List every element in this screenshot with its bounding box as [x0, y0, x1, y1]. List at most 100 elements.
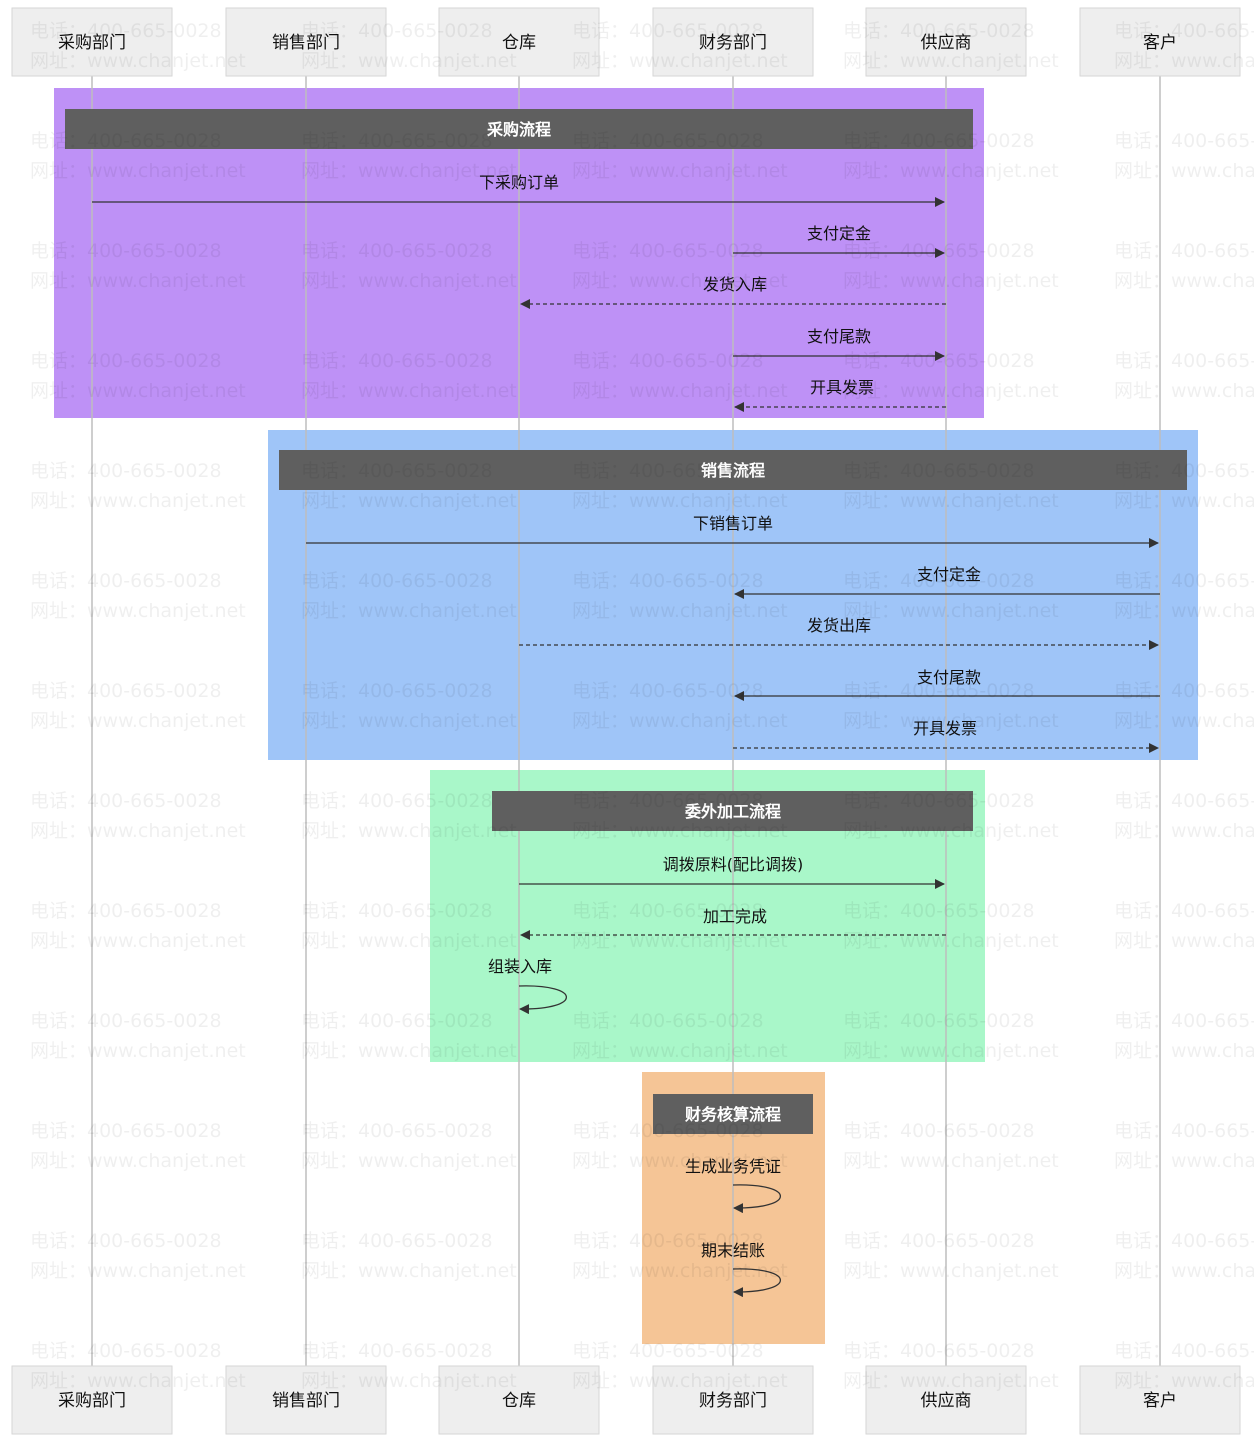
group-title-bar-purchase [65, 109, 973, 149]
watermark-url: 网址：www.chanjet.net [301, 50, 517, 72]
message-label: 组装入库 [488, 957, 552, 976]
watermark-url: 网址：www.chanjet.net [572, 1370, 788, 1392]
participant-label-supplier: 供应商 [921, 33, 972, 53]
watermark-url: 网址：www.chanjet.net [30, 820, 246, 842]
watermark-phone: 电话：400-665-0028 [1114, 460, 1254, 482]
watermark-url: 网址：www.chanjet.net [30, 600, 246, 622]
watermark-url: 网址：www.chanjet.net [843, 710, 1059, 732]
watermark-url: 网址：www.chanjet.net [30, 380, 246, 402]
participant-label-warehouse: 仓库 [502, 1391, 536, 1411]
watermark-phone: 电话：400-665-0028 [843, 460, 1035, 482]
participant-label-purchase-dept: 采购部门 [58, 33, 126, 53]
watermark-url: 网址：www.chanjet.net [1114, 1040, 1254, 1062]
watermark-phone: 电话：400-665-0028 [843, 790, 1035, 812]
message-label: 发货出库 [807, 616, 871, 635]
watermark-url: 网址：www.chanjet.net [572, 820, 788, 842]
watermark-phone: 电话：400-665-0028 [1114, 900, 1254, 922]
watermark-url: 网址：www.chanjet.net [843, 1040, 1059, 1062]
participant-box-customer [1079, 7, 1241, 77]
self-message-arrow [732, 1268, 781, 1298]
watermark-phone: 电话：400-665-0028 [30, 1120, 222, 1142]
watermark-url: 网址：www.chanjet.net [30, 270, 246, 292]
watermark-url: 网址：www.chanjet.net [30, 1150, 246, 1172]
messages: 下采购订单 支付定金 发货入库 支付尾款 开具发票 下销售订单 支付定金 发货出… [92, 173, 1160, 1298]
message-label: 支付尾款 [807, 327, 871, 346]
watermark-phone: 电话：400-665-0028 [30, 900, 222, 922]
watermark-url: 网址：www.chanjet.net [843, 820, 1059, 842]
watermark-phone: 电话：400-665-0028 [572, 1120, 764, 1142]
participant-box-supplier [865, 7, 1027, 77]
watermark-url: 网址：www.chanjet.net [843, 1370, 1059, 1392]
watermark-url: 网址：www.chanjet.net [1114, 820, 1254, 842]
watermark-url: 网址：www.chanjet.net [1114, 270, 1254, 292]
watermark-url: 网址：www.chanjet.net [30, 50, 246, 72]
watermark-url: 网址：www.chanjet.net [1114, 380, 1254, 402]
watermark-phone: 电话：400-665-0028 [301, 1120, 493, 1142]
watermark-url: 网址：www.chanjet.net [572, 1040, 788, 1062]
watermark-phone: 电话：400-665-0028 [30, 350, 222, 372]
watermark-phone: 电话：400-665-0028 [1114, 570, 1254, 592]
message-label: 调拨原料(配比调拨) [663, 855, 804, 874]
participant-box-sales-dept [225, 1365, 387, 1435]
participant-box-supplier [865, 1365, 1027, 1435]
watermark-phone: 电话：400-665-0028 [572, 1340, 764, 1362]
participant-box-warehouse [438, 7, 600, 77]
watermark-phone: 电话：400-665-0028 [301, 1010, 493, 1032]
participant-box-sales-dept [225, 7, 387, 77]
participant-box-finance-dept [652, 1365, 814, 1435]
watermark-phone: 电话：400-665-0028 [1114, 20, 1254, 42]
watermark-url: 网址：www.chanjet.net [301, 1150, 517, 1172]
participants-top: 采购部门 销售部门 仓库 财务部门 供应商 客户 [11, 7, 1241, 77]
watermark-phone: 电话：400-665-0028 [843, 1120, 1035, 1142]
group-title-purchase: 采购流程 [486, 120, 551, 139]
watermark-url: 网址：www.chanjet.net [572, 270, 788, 292]
watermark-url: 网址：www.chanjet.net [843, 1150, 1059, 1172]
watermark-phone: 电话：400-665-0028 [301, 20, 493, 42]
watermark-phone: 电话：400-665-0028 [301, 680, 493, 702]
watermark-phone: 电话：400-665-0028 [301, 460, 493, 482]
participant-box-customer [1079, 1365, 1241, 1435]
watermark-url: 网址：www.chanjet.net [572, 490, 788, 512]
watermark-url: 网址：www.chanjet.net [843, 490, 1059, 512]
watermark-phone: 电话：400-665-0028 [1114, 790, 1254, 812]
watermark-url: 网址：www.chanjet.net [30, 160, 246, 182]
watermark-phone: 电话：400-665-0028 [572, 240, 764, 262]
participant-label-customer: 客户 [1143, 33, 1177, 53]
watermark-phone: 电话：400-665-0028 [843, 130, 1035, 152]
participants-bottom: 采购部门 销售部门 仓库 财务部门 供应商 客户 [11, 1365, 1241, 1435]
group-titles: 采购流程 销售流程 委外加工流程 财务核算流程 [65, 109, 1187, 1134]
watermark-url: 网址：www.chanjet.net [843, 380, 1059, 402]
participant-label-purchase-dept: 采购部门 [58, 1391, 126, 1411]
watermark-phone: 电话：400-665-0028 [301, 240, 493, 262]
group-title-bar-outsource [492, 791, 973, 831]
watermark-url: 网址：www.chanjet.net [301, 1370, 517, 1392]
group-title-finance: 财务核算流程 [684, 1105, 781, 1124]
watermark-url: 网址：www.chanjet.net [301, 600, 517, 622]
watermark-phone: 电话：400-665-0028 [30, 20, 222, 42]
watermark-phone: 电话：400-665-0028 [572, 680, 764, 702]
watermark-url: 网址：www.chanjet.net [301, 490, 517, 512]
watermark-phone: 电话：400-665-0028 [843, 680, 1035, 702]
watermark-url: 网址：www.chanjet.net [301, 160, 517, 182]
watermark-url: 网址：www.chanjet.net [572, 710, 788, 732]
group-title-bar-sales [279, 450, 1187, 490]
watermark-url: 网址：www.chanjet.net [572, 1150, 788, 1172]
watermark-phone: 电话：400-665-0028 [30, 1010, 222, 1032]
watermark-url: 网址：www.chanjet.net [843, 50, 1059, 72]
watermark-phone: 电话：400-665-0028 [572, 130, 764, 152]
message-label: 开具发票 [913, 719, 977, 738]
participant-label-sales-dept: 销售部门 [272, 33, 340, 53]
participant-label-finance-dept: 财务部门 [699, 33, 767, 53]
watermark-phone: 电话：400-665-0028 [572, 570, 764, 592]
self-message-arrow [732, 1184, 781, 1214]
watermark-url: 网址：www.chanjet.net [843, 270, 1059, 292]
watermark-phone: 电话：400-665-0028 [572, 900, 764, 922]
watermark-url: 网址：www.chanjet.net [301, 380, 517, 402]
watermark-url: 网址：www.chanjet.net [1114, 160, 1254, 182]
watermark-phone: 电话：400-665-0028 [301, 570, 493, 592]
watermark-phone: 电话：400-665-0028 [843, 900, 1035, 922]
message-label: 开具发票 [810, 378, 874, 397]
watermark-phone: 电话：400-665-0028 [301, 1340, 493, 1362]
watermark-phone: 电话：400-665-0028 [30, 240, 222, 262]
